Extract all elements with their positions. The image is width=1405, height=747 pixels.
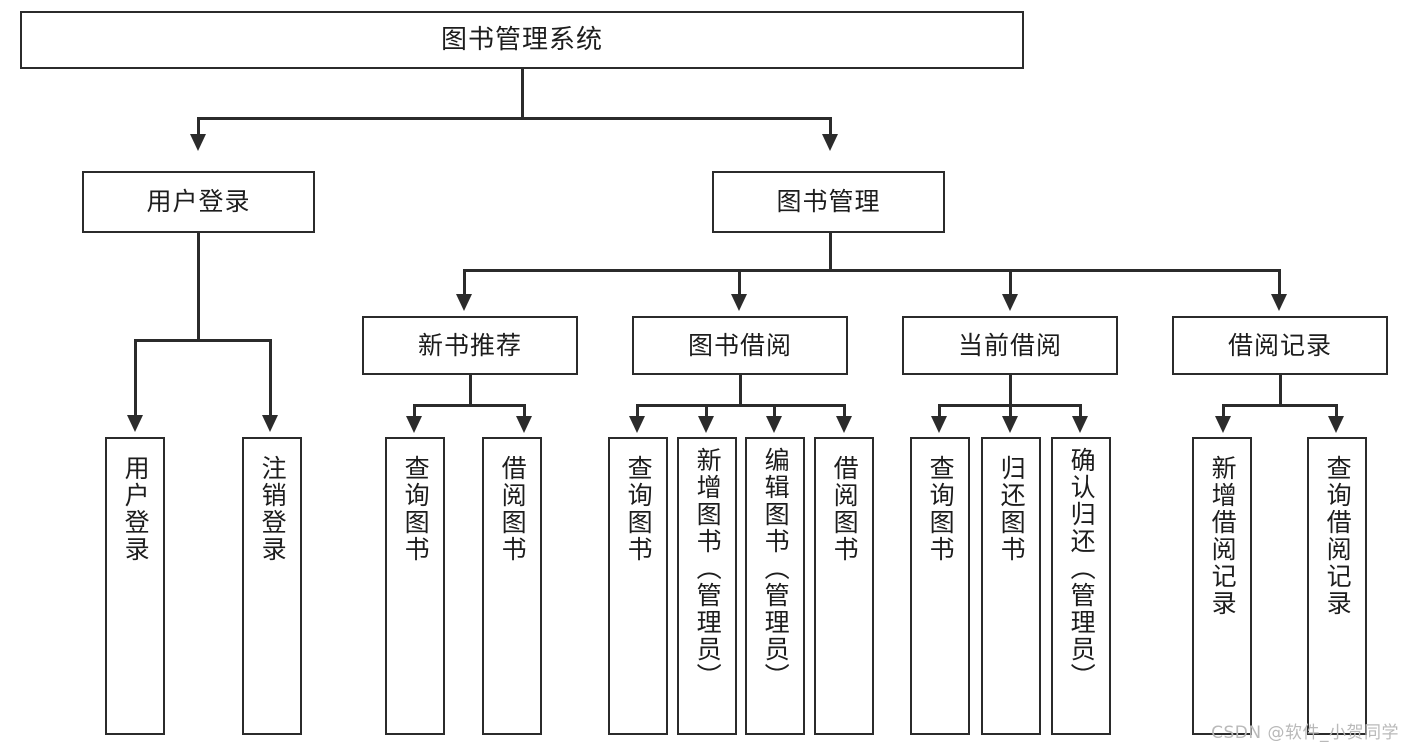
leaf-user-login[interactable]: 用户登录 (105, 437, 165, 735)
leaf-borrow-book-newbook[interactable]: 借阅图书 (482, 437, 542, 735)
connector-drop-leaf-add-book (705, 404, 708, 418)
connector-user-login-stem (197, 233, 200, 341)
connector-borrow-record-bus (1222, 404, 1338, 407)
leaf-query-borrow-record[interactable]: 查询借阅记录 (1307, 437, 1367, 735)
node-label: 图书借阅 (687, 330, 792, 360)
connector-drop-leaf-add-borrow-record (1222, 404, 1225, 418)
arrowhead-leaf-borrow-book-2 (836, 416, 852, 433)
connector-drop-leaf-user-login (134, 339, 137, 417)
connector-drop-leaf-borrow-book-1 (523, 404, 526, 418)
leaf-query-book-current[interactable]: 查询图书 (910, 437, 970, 735)
leaf-add-book-admin[interactable]: 新增图书（管理员） (677, 437, 737, 735)
connector-drop-leaf-edit-book (773, 404, 776, 418)
arrowhead-leaf-user-login (127, 415, 143, 432)
connector-book-borrow-bus (636, 404, 846, 407)
connector-level2-bus (197, 117, 832, 120)
connector-user-login-bus (134, 339, 272, 342)
arrowhead-leaf-edit-book (766, 416, 782, 433)
connector-drop-leaf-query-book-3 (938, 404, 941, 418)
node-label: 归还图书 (997, 455, 1027, 563)
connector-drop-leaf-return-book (1009, 404, 1012, 418)
node-borrow-record[interactable]: 借阅记录 (1172, 316, 1388, 375)
node-book-borrow[interactable]: 图书借阅 (632, 316, 848, 375)
node-user-login[interactable]: 用户登录 (82, 171, 315, 233)
node-root-system[interactable]: 图书管理系统 (20, 11, 1024, 69)
connector-root-stem (521, 69, 524, 119)
connector-drop-new-book-rec (463, 269, 466, 296)
arrowhead-leaf-return-book (1002, 416, 1018, 433)
arrowhead-leaf-query-book-1 (406, 416, 422, 433)
node-label: 查询图书 (401, 455, 431, 563)
leaf-add-borrow-record[interactable]: 新增借阅记录 (1192, 437, 1252, 735)
connector-new-book-rec-bus (413, 404, 526, 407)
arrowhead-leaf-logout (262, 415, 278, 432)
node-label: 注销登录 (258, 455, 288, 563)
arrowhead-leaf-borrow-book-1 (516, 416, 532, 433)
node-label: 查询借阅记录 (1323, 455, 1353, 617)
leaf-return-book[interactable]: 归还图书 (981, 437, 1041, 735)
node-label: 新增借阅记录 (1208, 455, 1238, 617)
connector-drop-user-login (197, 117, 200, 136)
node-label: 用户登录 (121, 455, 151, 563)
arrowhead-borrow-record (1271, 294, 1287, 311)
node-label: 用户登录 (146, 187, 251, 217)
arrowhead-leaf-query-book-2 (629, 416, 645, 433)
node-new-book-recommend[interactable]: 新书推荐 (362, 316, 578, 375)
connector-drop-leaf-query-book-2 (636, 404, 639, 418)
leaf-query-book-borrow[interactable]: 查询图书 (608, 437, 668, 735)
connector-book-mgmt-stem (829, 233, 832, 271)
node-label: 新书推荐 (417, 330, 522, 360)
node-label: 借阅图书 (498, 455, 528, 563)
node-current-borrow[interactable]: 当前借阅 (902, 316, 1118, 375)
arrowhead-leaf-confirm-return (1072, 416, 1088, 433)
arrowhead-book-borrow (731, 294, 747, 311)
connector-book-borrow-stem (739, 375, 742, 406)
node-book-management[interactable]: 图书管理 (712, 171, 945, 233)
node-label: 编辑图书（管理员） (761, 447, 791, 690)
node-label: 当前借阅 (957, 330, 1062, 360)
arrowhead-book-mgmt (822, 134, 838, 151)
connector-drop-borrow-record (1278, 269, 1281, 296)
connector-drop-book-borrow (738, 269, 741, 296)
connector-drop-leaf-confirm-return (1079, 404, 1082, 418)
node-label: 确认归还（管理员） (1067, 447, 1097, 690)
leaf-borrow-book-borrow[interactable]: 借阅图书 (814, 437, 874, 735)
connector-level3-bus (463, 269, 1281, 272)
connector-drop-book-mgmt (829, 117, 832, 136)
leaf-query-book-newbook[interactable]: 查询图书 (385, 437, 445, 735)
connector-drop-current-borrow (1009, 269, 1012, 296)
node-label: 借阅图书 (830, 455, 860, 563)
leaf-confirm-return-admin[interactable]: 确认归还（管理员） (1051, 437, 1111, 735)
connector-drop-leaf-query-borrow-record (1335, 404, 1338, 418)
connector-borrow-record-stem (1279, 375, 1282, 406)
arrowhead-leaf-query-book-3 (931, 416, 947, 433)
leaf-logout[interactable]: 注销登录 (242, 437, 302, 735)
node-label: 查询图书 (926, 455, 956, 563)
node-label: 图书管理 (776, 187, 881, 217)
arrowhead-new-book-rec (456, 294, 472, 311)
node-label: 图书管理系统 (440, 24, 603, 55)
arrowhead-leaf-query-borrow-record (1328, 416, 1344, 433)
node-label: 借阅记录 (1227, 330, 1332, 360)
connector-drop-leaf-logout (269, 339, 272, 417)
connector-new-book-rec-stem (469, 375, 472, 406)
arrowhead-current-borrow (1002, 294, 1018, 311)
leaf-edit-book-admin[interactable]: 编辑图书（管理员） (745, 437, 805, 735)
arrowhead-leaf-add-borrow-record (1215, 416, 1231, 433)
connector-drop-leaf-borrow-book-2 (843, 404, 846, 418)
arrowhead-user-login (190, 134, 206, 151)
node-label: 查询图书 (624, 455, 654, 563)
connector-current-borrow-stem (1009, 375, 1012, 406)
arrowhead-leaf-add-book (698, 416, 714, 433)
node-label: 新增图书（管理员） (693, 447, 723, 690)
connector-drop-leaf-query-book-1 (413, 404, 416, 418)
